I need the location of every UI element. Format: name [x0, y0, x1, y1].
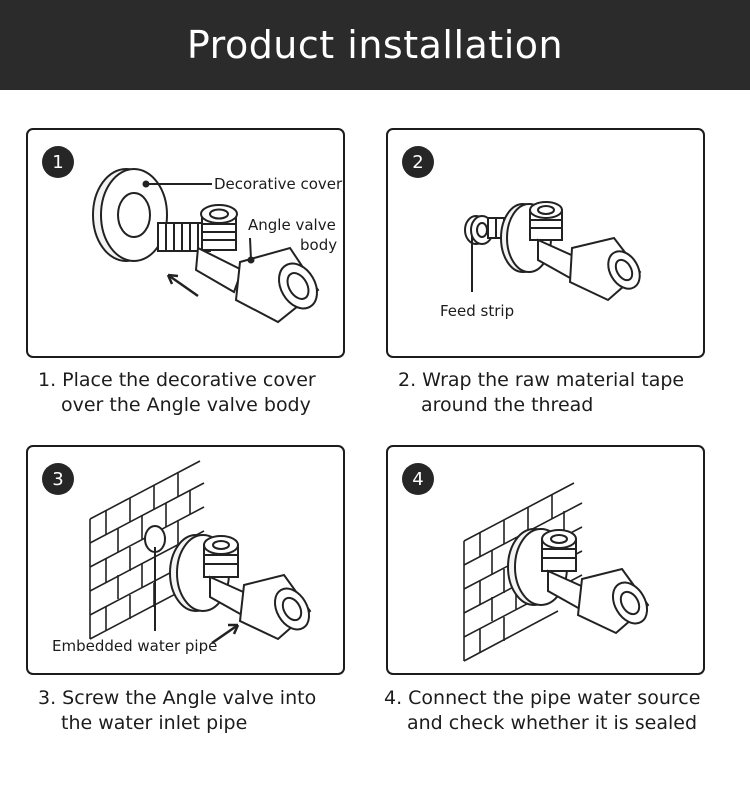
- caption-line-1: 2. Wrap the raw material tape: [398, 369, 685, 391]
- step-4-caption: 4. Connect the pipe water source and che…: [384, 686, 700, 736]
- caption-line-2: the water inlet pipe: [61, 712, 248, 734]
- step-4-panel: 4: [386, 445, 705, 675]
- angle-valve-label: Angle valve: [248, 216, 336, 234]
- step-2-caption: 2. Wrap the raw material tape around the…: [398, 368, 684, 418]
- caption-line-1: 4. Connect the pipe water source: [384, 687, 701, 709]
- step-number-badge: 3: [42, 463, 74, 495]
- step-3-caption: 3. Screw the Angle valve into the water …: [38, 686, 316, 736]
- step-3-panel: 3 Embedded water pipe: [26, 445, 345, 675]
- step-1-caption: 1. Place the decorative cover over the A…: [38, 368, 316, 418]
- step-number-badge: 2: [402, 146, 434, 178]
- decorative-cover-label: Decorative cover: [214, 175, 343, 193]
- embedded-water-pipe-label: Embedded water pipe: [52, 637, 218, 655]
- caption-line-2: over the Angle valve body: [61, 394, 311, 416]
- brick-wall-valve-illustration: [89, 460, 312, 645]
- decorative-cover-valve-illustration: [92, 168, 320, 324]
- page-header: Product installation: [0, 0, 750, 90]
- step-2-panel: 2 Feed strip: [386, 128, 705, 358]
- caption-line-1: 3. Screw the Angle valve into: [38, 687, 317, 709]
- step-number-badge: 4: [402, 463, 434, 495]
- step-number-badge: 1: [42, 146, 74, 178]
- page-title: Product installation: [186, 23, 564, 67]
- caption-line-1: 1. Place the decorative cover: [38, 369, 316, 391]
- feed-strip-label: Feed strip: [440, 302, 515, 320]
- caption-line-2: around the thread: [421, 394, 594, 416]
- installed-valve-illustration: [463, 482, 650, 662]
- caption-line-2: and check whether it is sealed: [407, 712, 698, 734]
- angle-valve-body-label: body: [300, 236, 338, 254]
- thread-tape-illustration: [464, 201, 642, 302]
- step-1-panel: 1 Decorative cover Angle valve body: [26, 128, 345, 358]
